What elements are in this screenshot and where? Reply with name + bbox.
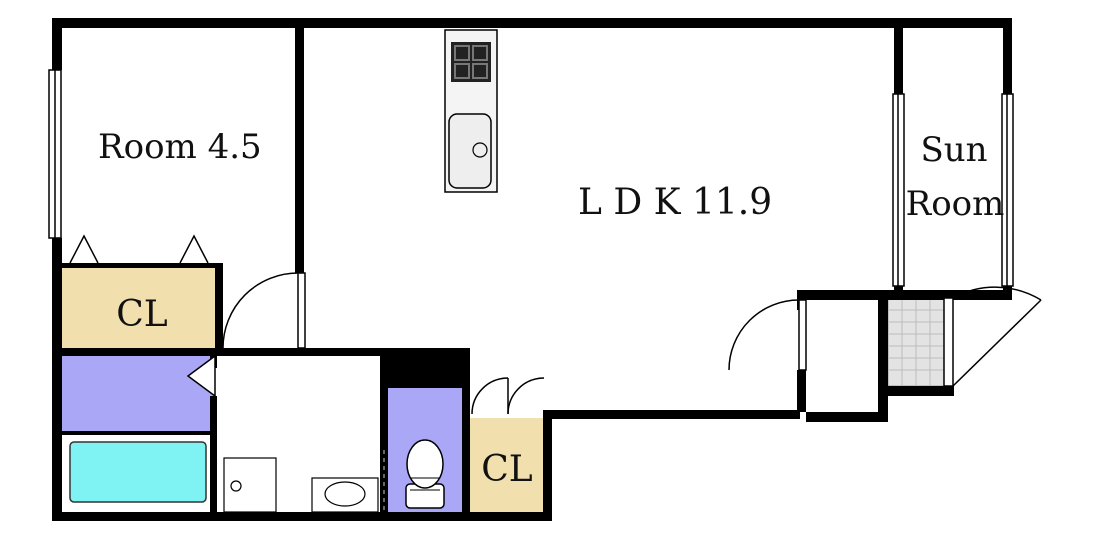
window-icon [48, 69, 1014, 287]
sink-icon [448, 113, 492, 189]
washbasin-icon [311, 477, 379, 513]
closet-left-fill [60, 268, 215, 348]
ldk-label: L D K 11.9 [578, 182, 772, 223]
closet-right-label: CL [481, 449, 533, 490]
closet-left-label: CL [116, 294, 168, 335]
toilet-icon [405, 439, 445, 509]
door-swing-icon [69, 234, 1042, 415]
kitchen-counter [444, 29, 498, 193]
stove-icon [451, 42, 491, 82]
sunroom-label-line1: Sun [920, 130, 987, 170]
bath-anteroom-fill [60, 356, 215, 434]
bathtub-icon [69, 441, 207, 503]
washing-machine-icon [223, 457, 277, 513]
entry-tile-icon [887, 297, 945, 387]
bedroom-label: Room 4.5 [98, 127, 262, 167]
sunroom-label-line2: Room [906, 184, 1005, 224]
closet-right-fill [470, 418, 544, 512]
